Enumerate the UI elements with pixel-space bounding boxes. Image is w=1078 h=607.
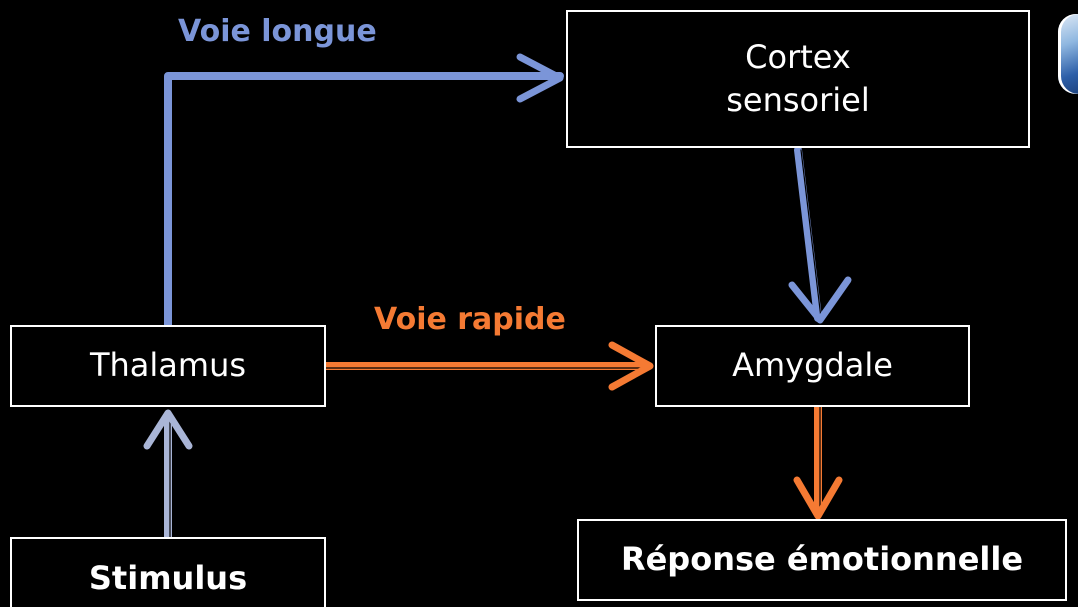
edge-amygdale-to-reponse bbox=[793, 403, 843, 520]
edge-thalamus-to-cortex bbox=[164, 53, 564, 329]
emotional-response-node: Réponse émotionnelle bbox=[577, 519, 1067, 601]
stimulus-node: Stimulus bbox=[10, 537, 326, 607]
edge-stimulus-to-thalamus bbox=[143, 409, 193, 541]
cortex-node-line-1: Cortex bbox=[745, 37, 851, 76]
thalamus-node: Thalamus bbox=[10, 325, 326, 407]
cortex-node: Cortex sensoriel bbox=[566, 10, 1030, 148]
amygdale-node: Amygdale bbox=[655, 325, 970, 407]
brain-image-fragment bbox=[1058, 14, 1078, 94]
fast-path-label: Voie rapide bbox=[374, 302, 566, 337]
cortex-node-line-2: sensoriel bbox=[726, 81, 870, 119]
stimulus-node-label: Stimulus bbox=[88, 559, 248, 598]
cortex-node-text: Cortex sensoriel bbox=[726, 36, 870, 122]
emotional-response-node-label: Réponse émotionnelle bbox=[620, 540, 1024, 579]
long-path-label: Voie longue bbox=[178, 14, 377, 49]
amygdale-node-label: Amygdale bbox=[732, 346, 893, 385]
edge-thalamus-to-amygdale bbox=[322, 341, 654, 391]
thalamus-node-label: Thalamus bbox=[89, 346, 247, 385]
edge-cortex-to-amygdale bbox=[788, 146, 852, 324]
